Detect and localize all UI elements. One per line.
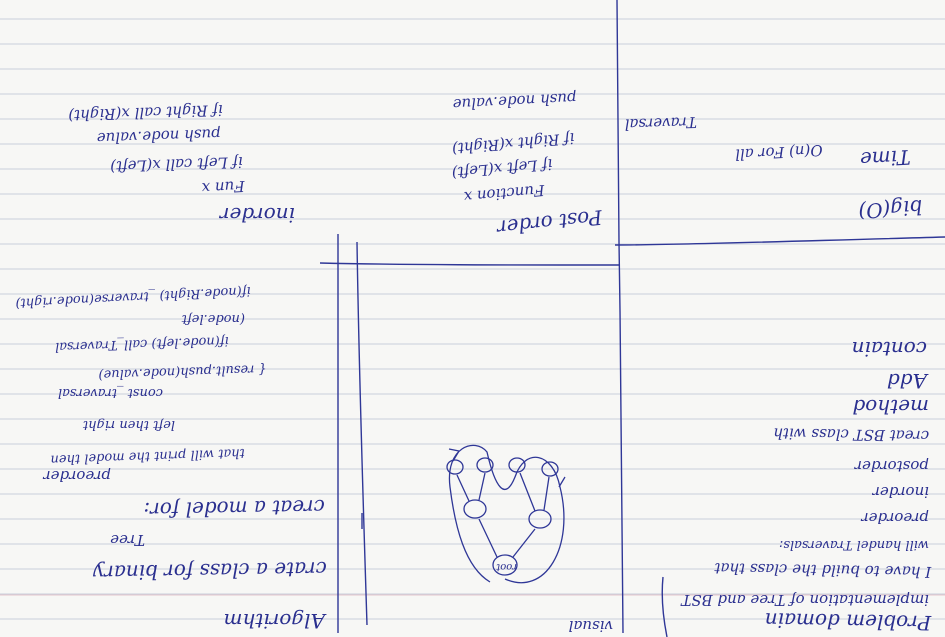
problem-domain-line: creat BST class with [773, 424, 930, 445]
tree-node-root [492, 554, 518, 576]
algorithm-line: (node.left [181, 311, 245, 326]
inorder-line: if Left call x(Left) [109, 153, 244, 176]
problem-domain-line: postorder [854, 457, 929, 475]
algorithm-line: creat a model for: [143, 495, 326, 523]
big-o-traversal: Traversal [624, 113, 698, 134]
inorder-heading: inorder [219, 203, 295, 227]
algorithm-line: crate a class for binary [92, 557, 328, 586]
inorder-line: if Right call x(Right) [68, 101, 224, 125]
big-o-time-value: O(n) For all [734, 141, 824, 164]
algorithm-line: left then right [82, 417, 175, 432]
divider-horizontal-2 [319, 262, 621, 266]
tree-node-right [463, 499, 487, 519]
problem-domain-line: preorder [861, 509, 930, 527]
inorder-line: push node.value [96, 125, 222, 148]
traversal-path [448, 444, 565, 584]
section-dividers [319, 0, 945, 637]
divider-vertical-2 [356, 241, 368, 626]
traversal-arrow [448, 448, 566, 488]
algorithm-line: Tree [110, 531, 145, 549]
algorithm-heading: Algorithm [223, 609, 325, 633]
tree-diagram [446, 444, 566, 584]
tree-node-lr [508, 457, 526, 473]
problem-domain-line: Add [886, 369, 927, 393]
inorder-line: Fun x [201, 177, 246, 198]
divider-small-bottom [661, 576, 668, 637]
problem-domain-line: I have to build the class that [714, 559, 932, 581]
big-o-time: Time [859, 145, 912, 172]
algorithm-line: preorder [43, 467, 112, 485]
problem-domain-line: method [852, 395, 929, 419]
tree-node-ll [541, 461, 559, 477]
algorithm-line: const _traversal [57, 385, 163, 400]
divider-horizontal-1 [614, 236, 945, 246]
big-o-heading: big(O) [857, 195, 924, 224]
tree-edges [456, 472, 550, 558]
visual-heading: visual [568, 617, 613, 635]
problem-domain-line: will handel Traversals: [778, 537, 929, 552]
tree-node-rr [446, 459, 464, 475]
tree-node-rl [476, 457, 494, 473]
visual-root-label: root [496, 561, 517, 572]
ruled-lines [0, 18, 945, 620]
divider-vertical-1 [616, 0, 624, 634]
problem-domain-line: inorder [872, 483, 929, 501]
problem-domain-heading: Problem domain [764, 608, 932, 635]
problem-domain-line: contain [851, 337, 927, 361]
problem-domain-line: implementation of Tree and BST [681, 591, 929, 609]
tree-node-left [528, 509, 552, 529]
